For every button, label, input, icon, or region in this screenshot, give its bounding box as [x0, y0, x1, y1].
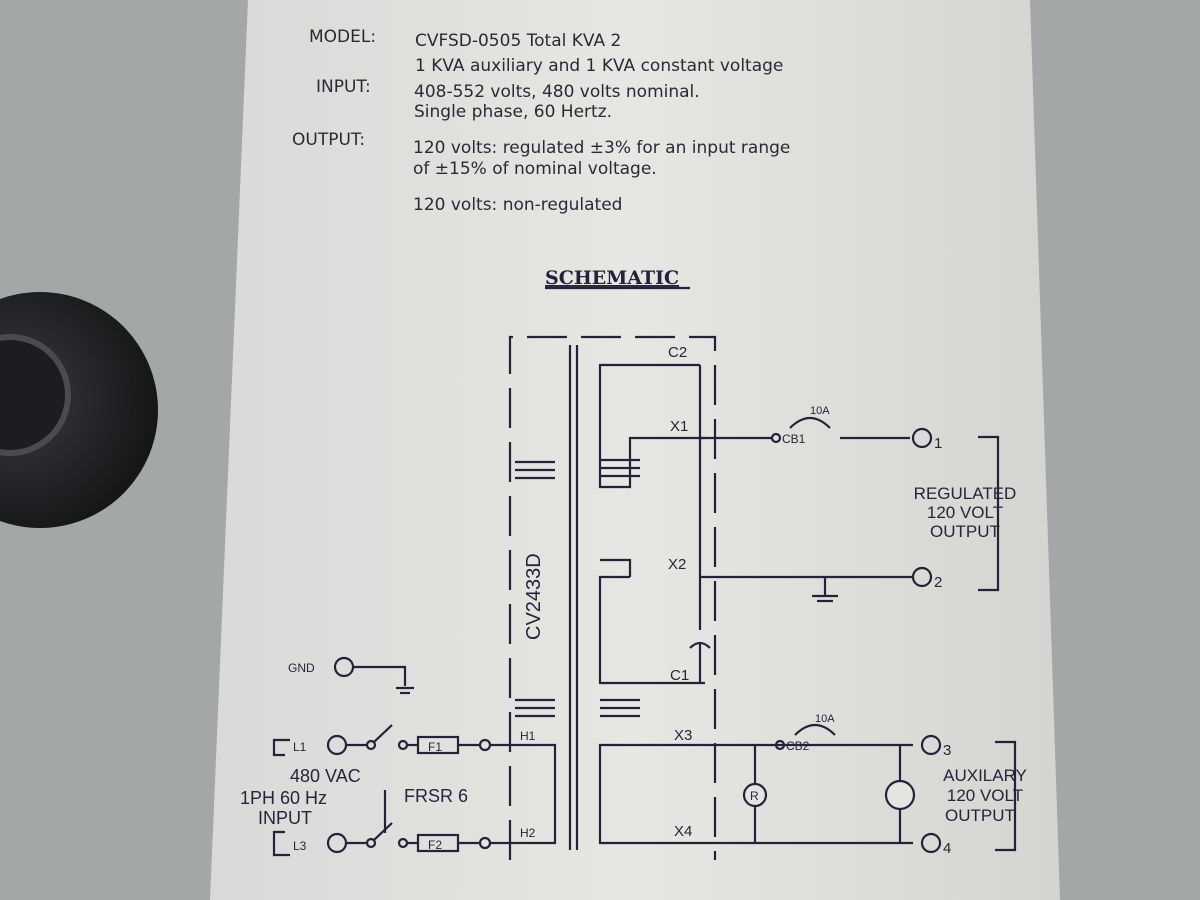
- terminal-2-label: 2: [934, 574, 942, 591]
- model-label: MODEL:: [309, 27, 376, 47]
- cb1-label: CB1: [782, 432, 806, 446]
- c2-label: C2: [668, 344, 687, 361]
- aux-label-1: AUXILARY: [943, 766, 1027, 785]
- fuse-type-label: FRSR 6: [404, 786, 468, 806]
- model-line-1: CVFSD-0505 Total KVA 2: [415, 31, 621, 51]
- specifications: MODEL: CVFSD-0505 Total KVA 2 1 KVA auxi…: [292, 27, 790, 215]
- regulated-label-2: 120 VOLT: [927, 503, 1003, 522]
- aux-label-2: 120 VOLT: [947, 786, 1023, 805]
- input-line-1: 408-552 volts, 480 volts nominal.: [414, 82, 700, 102]
- cb2-label: CB2: [786, 739, 810, 753]
- x2-label: X2: [668, 556, 686, 573]
- terminal-1-label: 1: [934, 435, 942, 452]
- f2-label: F2: [428, 838, 442, 852]
- input-label-1: 480 VAC: [290, 766, 361, 786]
- schematic-title: SCHEMATIC: [545, 267, 679, 289]
- regulated-label-1: REGULATED: [914, 484, 1017, 503]
- h2-label: H2: [520, 826, 536, 840]
- cb2-rating: 10A: [815, 713, 835, 725]
- schematic-diagram: CV2433D C2 X1 X2 C1 CB1 10A 1 2 REGULATE…: [240, 335, 1027, 860]
- output-label: OUTPUT:: [292, 130, 365, 150]
- cb1-rating: 10A: [810, 405, 830, 417]
- input-label-3: INPUT: [258, 808, 312, 828]
- output-line-3: 120 volts: non-regulated: [413, 195, 622, 215]
- gnd-label: GND: [288, 661, 315, 675]
- c1-label: C1: [670, 667, 689, 684]
- terminal-3-label: 3: [943, 742, 951, 759]
- x1-label: X1: [670, 418, 688, 435]
- transformer-label: CV2433D: [523, 553, 545, 640]
- aux-label-3: OUTPUT: [945, 806, 1015, 825]
- l3-label: L3: [293, 839, 307, 853]
- regulated-label-3: OUTPUT: [930, 522, 1000, 541]
- x3-label: X3: [674, 727, 692, 744]
- model-line-2: 1 KVA auxiliary and 1 KVA constant volta…: [415, 56, 783, 76]
- x4-label: X4: [674, 823, 692, 840]
- terminal-4-label: 4: [943, 840, 951, 857]
- input-line-2: Single phase, 60 Hertz.: [414, 102, 612, 122]
- output-line-1: 120 volts: regulated ±3% for an input ra…: [413, 138, 790, 158]
- lamp-label: R: [750, 789, 759, 803]
- label-sheet: [210, 0, 1060, 900]
- f1-label: F1: [428, 740, 442, 754]
- output-line-2: of ±15% of nominal voltage.: [413, 159, 657, 179]
- knob: [0, 292, 158, 528]
- input-label-2: 1PH 60 Hz: [240, 788, 327, 808]
- l1-label: L1: [293, 740, 307, 754]
- h1-label: H1: [520, 729, 536, 743]
- input-label: INPUT:: [316, 77, 371, 97]
